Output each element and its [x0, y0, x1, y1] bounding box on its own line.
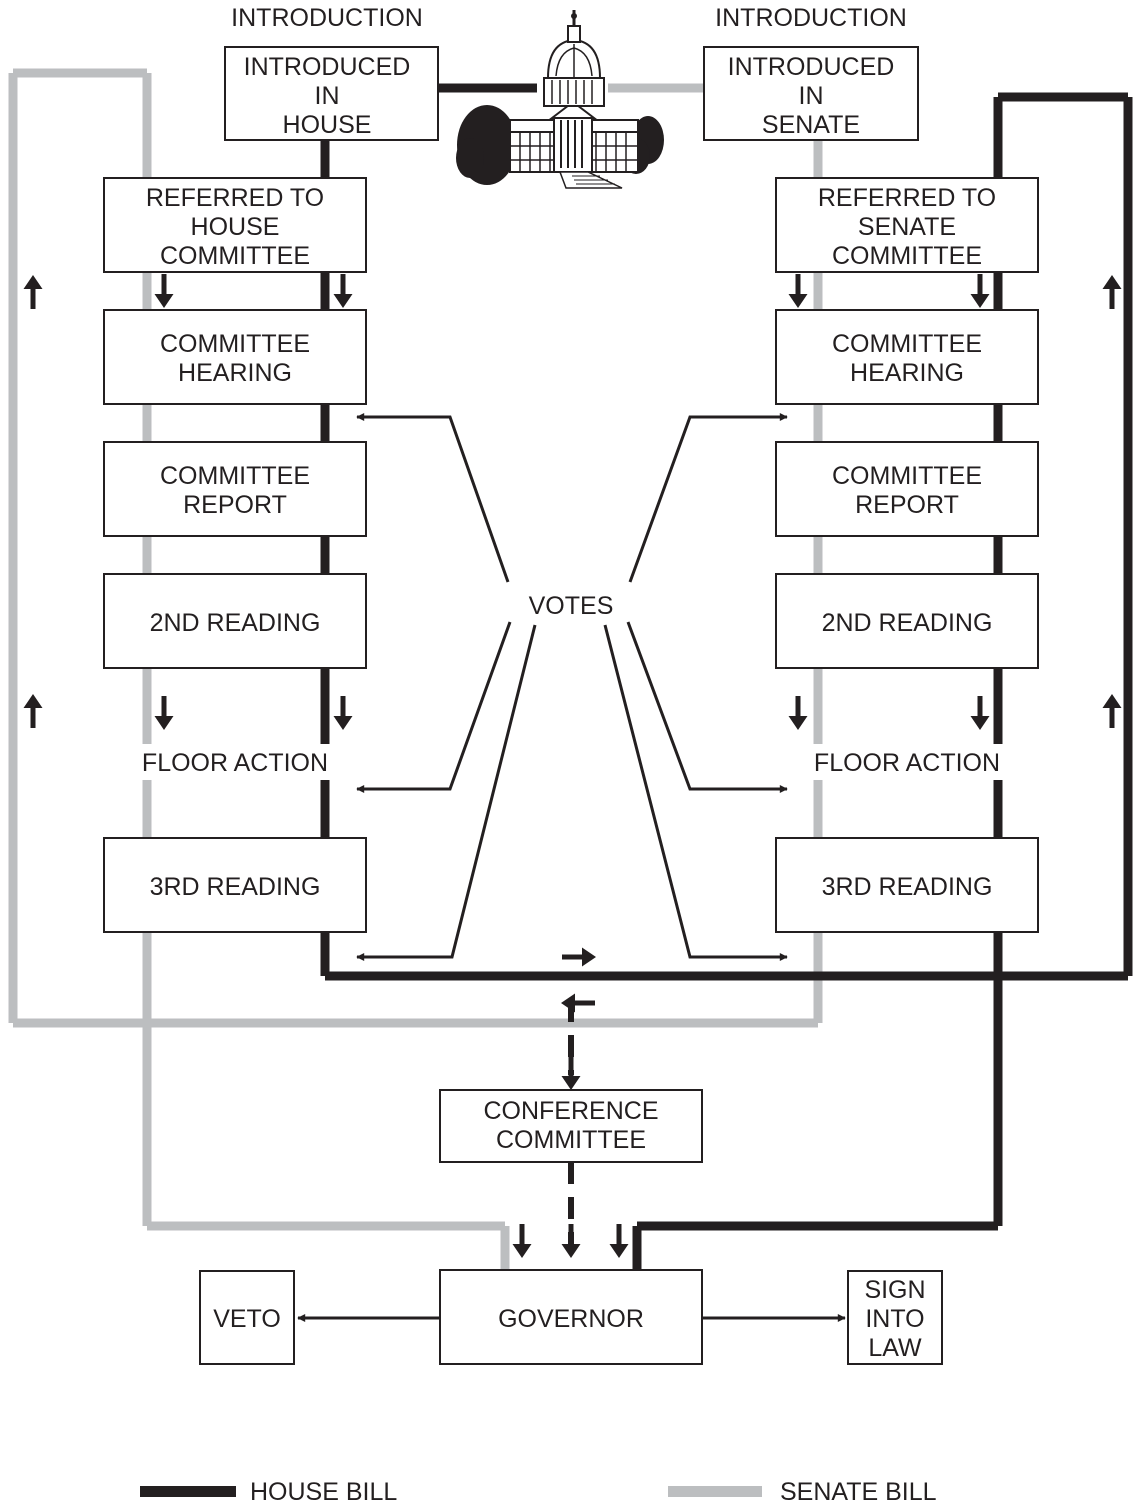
senate-floor-action-label: FLOOR ACTION: [814, 749, 1000, 777]
senate-referred-box: REFERRED TO SENATE COMMITTEE: [775, 177, 1039, 273]
house-introduced-line-3: HOUSE: [283, 111, 372, 139]
down-arrow-icon: [154, 274, 174, 308]
down-arrow-icon: [154, 696, 174, 730]
up-arrow-icon: [1102, 275, 1122, 309]
house-second-reading-label: 2ND READING: [150, 609, 321, 637]
down-arrow-icon: [561, 1224, 581, 1258]
capitol-building-icon: [456, 10, 664, 189]
down-arrow-icon: [512, 1224, 532, 1258]
right-arrow-icon: [562, 947, 596, 967]
house-report-line-1: COMMITTEE: [160, 462, 310, 490]
senate-referred-line-2: SENATE: [858, 213, 956, 241]
down-arrow-icon: [561, 1056, 581, 1090]
up-arrow-icon: [1102, 694, 1122, 728]
house-report-box: COMMITTEE REPORT: [103, 441, 367, 537]
senate-report-box: COMMITTEE REPORT: [775, 441, 1039, 537]
senate-introduced-line-3: SENATE: [762, 111, 860, 139]
senate-introduced-line-1: INTRODUCED: [728, 53, 895, 81]
house-referred-line-2: HOUSE: [191, 213, 280, 241]
house-bill-swatch: [140, 1486, 236, 1497]
house-hearing-box: COMMITTEE HEARING: [103, 309, 367, 405]
sign-into-law-box: SIGN INTO LAW: [847, 1270, 943, 1365]
down-arrow-icon: [333, 696, 353, 730]
direction-arrows: [23, 274, 1122, 1258]
conference-committee-box: CONFERENCE COMMITTEE: [439, 1089, 703, 1163]
down-arrow-icon: [970, 696, 990, 730]
house-referred-line-3: COMMITTEE: [160, 242, 310, 270]
house-introduced-line-2: IN: [315, 82, 340, 110]
senate-introduction-heading: INTRODUCTION: [715, 4, 907, 32]
senate-third-reading-label: 3RD READING: [822, 873, 993, 901]
governor-label: GOVERNOR: [498, 1305, 644, 1333]
veto-box: VETO: [199, 1270, 295, 1365]
senate-hearing-line-1: COMMITTEE: [832, 330, 982, 358]
senate-introduced-box: INTRODUCED IN SENATE: [703, 46, 919, 141]
votes-label: VOTES: [529, 592, 614, 620]
up-arrow-icon: [23, 694, 43, 728]
down-arrow-icon: [788, 696, 808, 730]
senate-hearing-box: COMMITTEE HEARING: [775, 309, 1039, 405]
senate-bill-swatch: [668, 1486, 762, 1497]
senate-referred-line-1: REFERRED TO: [818, 184, 996, 212]
senate-report-line-2: REPORT: [855, 491, 959, 519]
senate-third-reading-box: 3RD READING: [775, 837, 1039, 933]
senate-second-reading-label: 2ND READING: [822, 609, 993, 637]
house-referred-line-1: REFERRED TO: [146, 184, 324, 212]
sign-line-2: INTO: [865, 1305, 924, 1333]
senate-hearing-line-2: HEARING: [850, 359, 964, 387]
senate-referred-line-3: COMMITTEE: [832, 242, 982, 270]
senate-report-line-1: COMMITTEE: [832, 462, 982, 490]
sign-line-1: SIGN: [864, 1276, 925, 1304]
senate-introduced-line-2: IN: [799, 82, 824, 110]
house-report-line-2: REPORT: [183, 491, 287, 519]
down-arrow-icon: [970, 274, 990, 308]
down-arrow-icon: [333, 274, 353, 308]
conference-line-1: CONFERENCE: [483, 1097, 658, 1125]
house-referred-box: REFERRED TO HOUSE COMMITTEE: [103, 177, 367, 273]
house-floor-action-label: FLOOR ACTION: [142, 749, 328, 777]
down-arrow-icon: [788, 274, 808, 308]
house-introduction-heading: INTRODUCTION: [231, 4, 423, 32]
votes-connectors: [297, 413, 846, 1322]
veto-label: VETO: [213, 1305, 281, 1333]
house-hearing-line-1: COMMITTEE: [160, 330, 310, 358]
conference-line-2: COMMITTEE: [496, 1126, 646, 1154]
house-introduced-box: INTRODUCED IN HOUSE: [224, 46, 439, 141]
house-bill-legend-label: HOUSE BILL: [250, 1478, 397, 1506]
house-second-reading-box: 2ND READING: [103, 573, 367, 669]
sign-line-3: LAW: [868, 1334, 922, 1362]
left-arrow-icon: [561, 993, 595, 1013]
down-arrow-icon: [609, 1224, 629, 1258]
house-third-reading-label: 3RD READING: [150, 873, 321, 901]
senate-second-reading-box: 2ND READING: [775, 573, 1039, 669]
legend: HOUSE BILL SENATE BILL: [140, 1478, 937, 1506]
house-third-reading-box: 3RD READING: [103, 837, 367, 933]
governor-box: GOVERNOR: [439, 1269, 703, 1365]
house-introduced-line-1: INTRODUCED: [244, 53, 411, 81]
senate-bill-legend-label: SENATE BILL: [780, 1478, 937, 1506]
house-hearing-line-2: HEARING: [178, 359, 292, 387]
up-arrow-icon: [23, 275, 43, 309]
